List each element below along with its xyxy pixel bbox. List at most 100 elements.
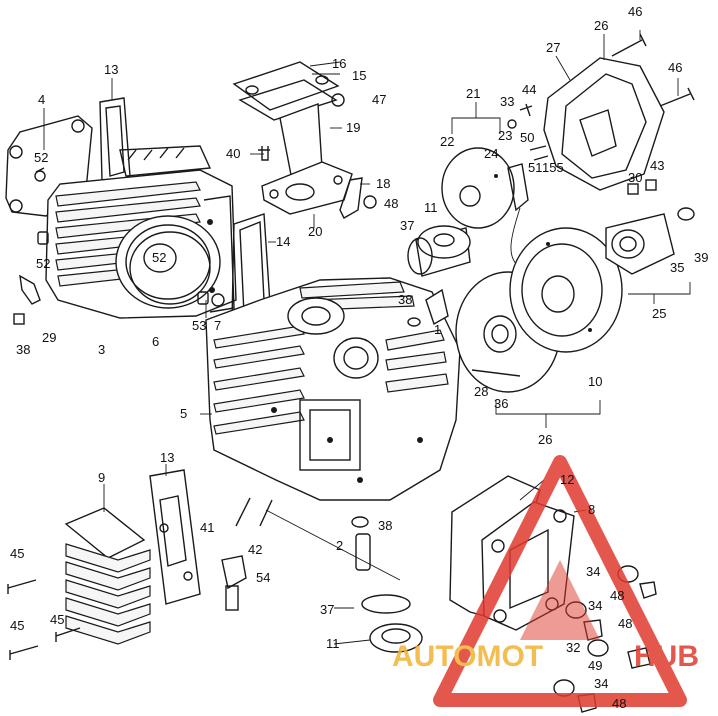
part-label-9: 9 <box>98 470 105 485</box>
outer-cover-28 <box>543 57 665 191</box>
part-label-26: 26 <box>538 432 552 447</box>
stator-plate-22 <box>441 147 515 229</box>
part-label-14: 13 <box>104 62 118 77</box>
part-label-37a: 37 <box>400 218 414 233</box>
part-label-38b: 38 <box>378 518 392 533</box>
bolt-30 <box>19 274 41 305</box>
part-label-48a: 48 <box>610 588 624 603</box>
part-label-34c: 34 <box>594 676 608 691</box>
part-labels: 4 13 52 52 52 29 38 3 6 53 7 14 16 15 47… <box>10 4 708 711</box>
part-label-53: 53 <box>192 318 206 333</box>
part-label-44: 43 <box>650 158 664 173</box>
clamp-18 <box>339 177 377 219</box>
nut-47-intake <box>331 93 345 107</box>
o-ring-6 <box>129 231 211 305</box>
o-ring-37-lower <box>361 594 411 614</box>
bolt-42 <box>519 103 533 117</box>
part-label-33: 33 <box>500 94 514 109</box>
cap-49 <box>627 647 651 669</box>
part-label-3: 3 <box>98 342 105 357</box>
part-label-23: 23 <box>498 128 512 143</box>
cylinder-block-5 <box>205 277 461 501</box>
watermark-text-right: HUB <box>634 640 699 673</box>
gasket-13 <box>149 469 201 605</box>
nut-43 <box>13 313 25 325</box>
part-label-42: 44 <box>522 82 536 97</box>
part-label-8: 8 <box>588 502 595 517</box>
bolt-45-b <box>9 645 39 660</box>
oil-seal-11-lower <box>369 623 423 653</box>
part-label-36: 36 <box>494 396 508 411</box>
part-label-25: 25 <box>652 306 666 321</box>
sensor-54 <box>221 555 247 611</box>
o-ring-38-upper <box>407 317 421 327</box>
part-label-45b: 45 <box>10 618 24 633</box>
leader-lines <box>43 30 691 645</box>
part-label-13: 13 <box>160 450 174 465</box>
washer-32 <box>587 639 609 657</box>
nut-48-a <box>639 581 657 599</box>
part-label-52c: 52 <box>152 250 166 265</box>
part-label-38a: 38 <box>398 292 412 307</box>
o-ring-37-upper <box>407 237 433 275</box>
bolt-2 <box>355 533 371 571</box>
dowel-pin-52-left <box>37 231 49 245</box>
part-label-27: 26 <box>594 18 608 33</box>
part-label-41a: 41 <box>200 520 214 535</box>
part-label-10: 10 <box>588 374 602 389</box>
part-label-15: 14 <box>276 234 290 249</box>
part-label-52a: 52 <box>34 150 48 165</box>
part-label-50: 50 <box>520 130 534 145</box>
part-label-54: 54 <box>256 570 270 585</box>
dowel-53-7 <box>197 291 225 307</box>
part-label-5: 5 <box>180 406 187 421</box>
nut-33 <box>507 119 517 129</box>
part-label-20: 20 <box>308 224 322 239</box>
intake-pipe-19 <box>232 61 353 215</box>
part-label-28: 27 <box>546 40 560 55</box>
part-label-45c: 45 <box>50 612 64 627</box>
part-label-41b: 42 <box>248 542 262 557</box>
cover-35 <box>605 213 675 275</box>
part-label-24: 24 <box>484 146 498 161</box>
part-label-4: 4 <box>38 92 45 107</box>
part-label-55: 155 <box>542 160 564 175</box>
part-label-11b: 11 <box>326 636 340 651</box>
part-label-31: 30 <box>628 170 642 185</box>
watermark-logo: AUTOMOT HUB <box>392 455 699 707</box>
bolt-50-51 <box>529 145 549 161</box>
part-label-37b: 37 <box>320 602 334 617</box>
part-label-35: 35 <box>670 260 684 275</box>
flywheel-10 <box>509 227 623 353</box>
nut-31-44 <box>627 179 657 195</box>
part-label-17: 16 <box>332 56 346 71</box>
watermark-text-left: AUTOMOT <box>392 640 543 673</box>
part-label-21: 21 <box>466 86 480 101</box>
part-label-18: 18 <box>376 176 390 191</box>
part-label-32: 32 <box>566 640 580 655</box>
pipe-1 <box>425 288 449 326</box>
o-ring-38-lower <box>351 516 369 528</box>
part-label-46b: 46 <box>668 60 682 75</box>
part-label-45a: 45 <box>10 546 24 561</box>
part-label-46a: 46 <box>628 4 642 19</box>
oil-seal-11-upper <box>415 225 471 277</box>
part-label-51: 51 <box>528 160 542 175</box>
cylinder-head-3 <box>45 145 237 319</box>
part-label-30: 29 <box>42 330 56 345</box>
stud-41-b <box>259 499 273 527</box>
bolt-46-b <box>659 87 695 107</box>
reed-valve-9 <box>64 507 151 645</box>
part-label-34b: 34 <box>588 598 602 613</box>
part-label-2: 2 <box>336 538 343 553</box>
bolt-46-a <box>611 33 647 57</box>
part-label-47a: 47 <box>372 92 386 107</box>
part-label-22: 22 <box>440 134 454 149</box>
bolt-40 <box>258 146 270 161</box>
part-label-47b: 48 <box>384 196 398 211</box>
part-label-49: 49 <box>588 658 602 673</box>
part-label-48b: 48 <box>618 616 632 631</box>
bolt-45-c <box>55 627 81 642</box>
bolt-45-a <box>7 579 37 594</box>
part-label-19: 19 <box>346 120 360 135</box>
